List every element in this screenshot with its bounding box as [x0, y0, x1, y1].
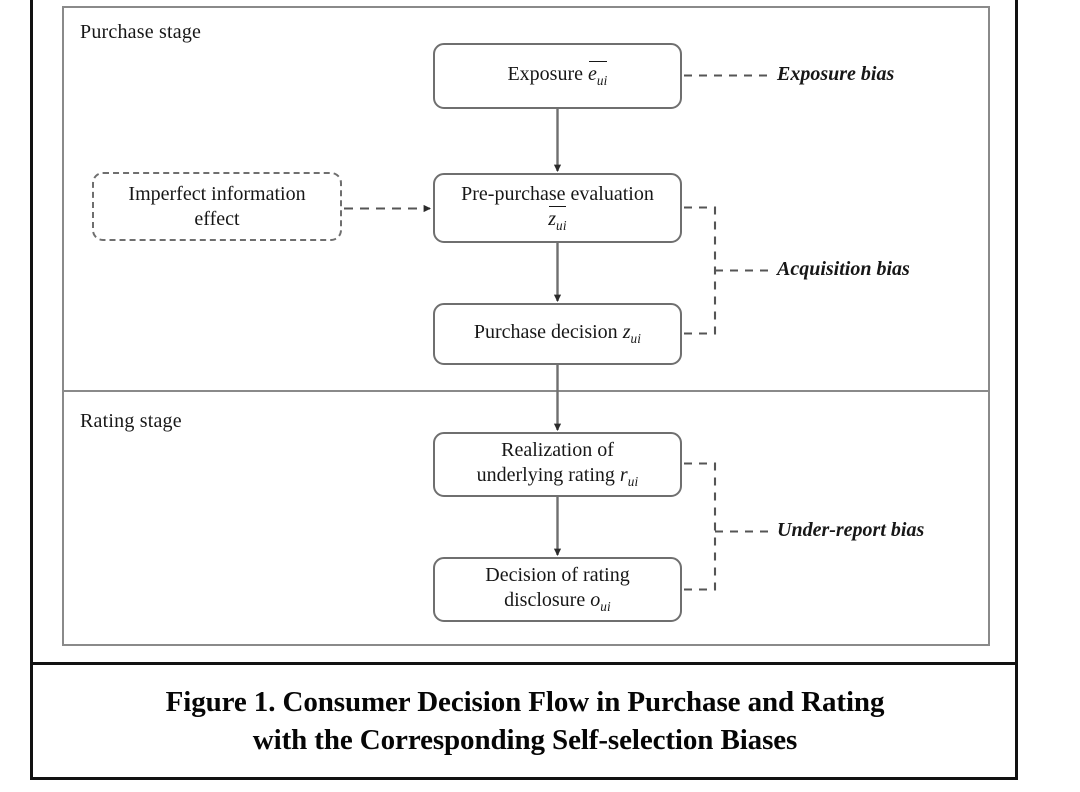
node-purchase-decision[interactable]: Purchase decision zui [433, 303, 682, 365]
overbar [548, 205, 566, 207]
node-disclosure-text: Decision of rating disclosure oui [485, 564, 630, 615]
figure-caption: Figure 1. Consumer Decision Flow in Purc… [60, 683, 990, 760]
var-z-bar-ui: zui [548, 205, 567, 235]
var-r-ui: rui [619, 464, 639, 490]
var-o-ui: oui [590, 589, 611, 615]
node-realization-text: Realization of underlying rating rui [476, 439, 639, 490]
overbar [588, 61, 607, 63]
node-imperfect-information-effect[interactable]: Imperfect information effect [92, 172, 342, 241]
stage-label-purchase: Purchase stage [80, 21, 202, 43]
bias-label-acquisition-bias: Acquisition bias [777, 258, 910, 280]
node-exposure-text: Exposure eui [507, 61, 608, 90]
var-e-bar-ui: eui [588, 61, 608, 90]
stage-divider [62, 390, 990, 392]
node-decision-of-rating-disclosure[interactable]: Decision of rating disclosure oui [433, 557, 682, 622]
node-exposure[interactable]: Exposure eui [433, 43, 682, 109]
caption-line-1: Figure 1. Consumer Decision Flow in Purc… [165, 686, 885, 718]
node-purchase-decision-text: Purchase decision zui [473, 321, 642, 347]
stage-label-rating: Rating stage [80, 410, 182, 432]
caption-divider [30, 662, 1018, 665]
node-imperfect-information-text: Imperfect information effect [128, 182, 306, 230]
var-z-ui: zui [622, 321, 642, 347]
node-pre-purchase-evaluation[interactable]: Pre-purchase evaluation zui [433, 173, 682, 243]
bias-label-exposure-bias: Exposure bias [777, 63, 895, 85]
bias-label-under-report-bias: Under-report bias [777, 519, 925, 541]
figure-outer-frame [30, 0, 1018, 780]
caption-line-2: with the Corresponding Self-selection Bi… [252, 724, 798, 757]
node-realization-of-underlying-rating[interactable]: Realization of underlying rating rui [433, 432, 682, 497]
node-pre-purchase-evaluation-text: Pre-purchase evaluation zui [461, 182, 654, 235]
